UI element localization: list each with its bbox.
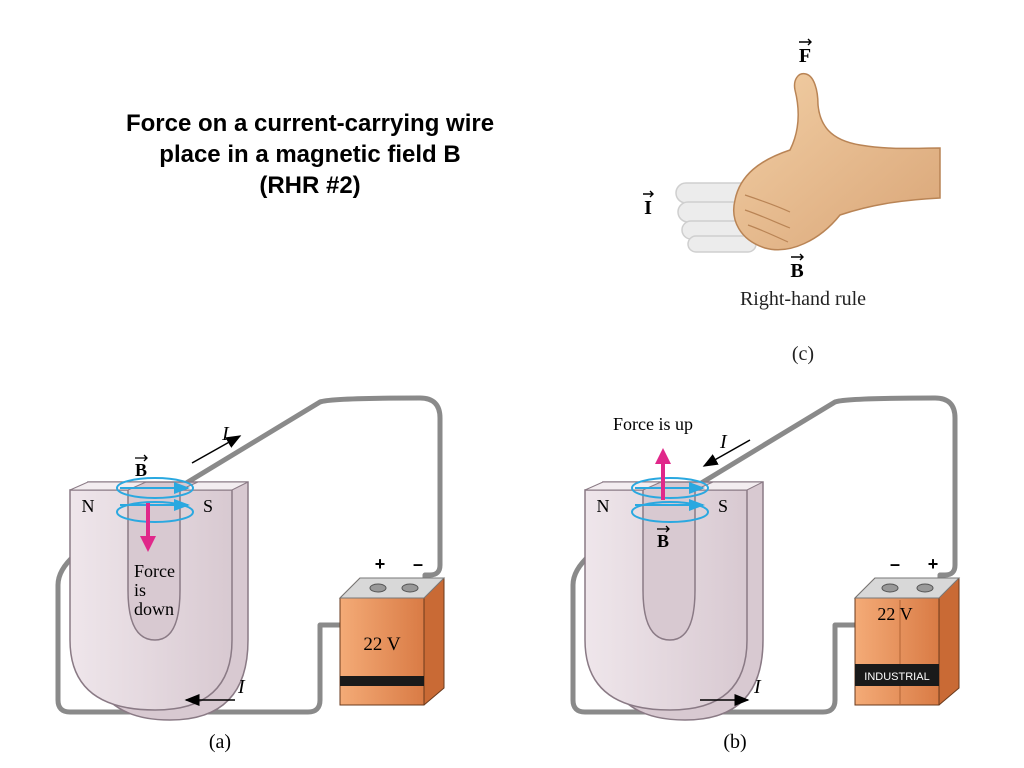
title-line-2: place in a magnetic field B (159, 141, 461, 168)
magnet-b: N S (584, 481, 764, 721)
field-arrow-b-icon (657, 525, 670, 533)
force-arrow-up (655, 448, 671, 500)
panel-a: N S B Force is down I I (55, 395, 446, 753)
slide-title: Force on a current-carrying wire place i… (60, 108, 560, 201)
battery-b: – + 22 V INDUSTRIAL (853, 554, 961, 706)
field-lines-a (116, 477, 194, 523)
current-label-a-bottom: I (237, 676, 246, 698)
current-label-a-top: I (221, 423, 230, 445)
south-pole-label: S (203, 496, 213, 516)
panel-c-label: (c) (792, 343, 814, 365)
force-vector-arrow-icon (799, 38, 812, 46)
force-text-a-line3: down (134, 599, 174, 619)
field-label-a: B (135, 460, 147, 480)
force-text-b: Force is up (613, 414, 693, 434)
battery-plus-a: + (375, 554, 386, 574)
magnet-a: N S (69, 481, 249, 721)
hand-icon (733, 72, 941, 251)
battery-a: + – 22 V (338, 554, 446, 706)
current-label-b-top: I (719, 431, 728, 453)
battery-minus-b: – (890, 554, 900, 574)
force-text-a-line1: Force (134, 561, 175, 581)
field-vector-arrow-icon (791, 253, 804, 261)
battery-minus-a: – (413, 554, 423, 574)
current-arrow-a-top (191, 435, 242, 464)
panel-a-label: (a) (209, 731, 231, 753)
south-pole-label: S (718, 496, 728, 516)
north-pole-label: N (597, 496, 610, 516)
force-vector-label: F (799, 45, 811, 67)
battery-voltage-b: 22 V (877, 604, 912, 624)
battery-voltage-a: 22 V (363, 634, 400, 655)
field-lines-b (631, 477, 709, 523)
title-line-3: (RHR #2) (259, 172, 361, 199)
force-arrow-down (140, 503, 156, 552)
field-label-b: B (657, 531, 669, 551)
force-text-a-line2: is (134, 580, 146, 600)
current-label-b-bottom: I (753, 676, 762, 698)
battery-plus-b: + (928, 554, 939, 574)
right-hand-rule-diagram: F I B Right-hand rule (c) (643, 38, 941, 365)
field-arrow-a-icon (135, 454, 148, 462)
hand-caption: Right-hand rule (740, 288, 866, 310)
current-vector-arrow-icon (643, 190, 654, 198)
field-vector-label: B (790, 260, 803, 282)
wire-a (55, 395, 443, 715)
current-vector-label: I (644, 197, 652, 219)
north-pole-label: N (82, 496, 95, 516)
panel-b: N S Force is up B I I – + (570, 395, 961, 753)
panel-b-label: (b) (723, 731, 746, 753)
battery-brand-b: INDUSTRIAL (864, 671, 929, 683)
title-line-1: Force on a current-carrying wire (125, 110, 495, 137)
current-arrow-b-top (702, 439, 751, 467)
wire-b (570, 395, 958, 715)
